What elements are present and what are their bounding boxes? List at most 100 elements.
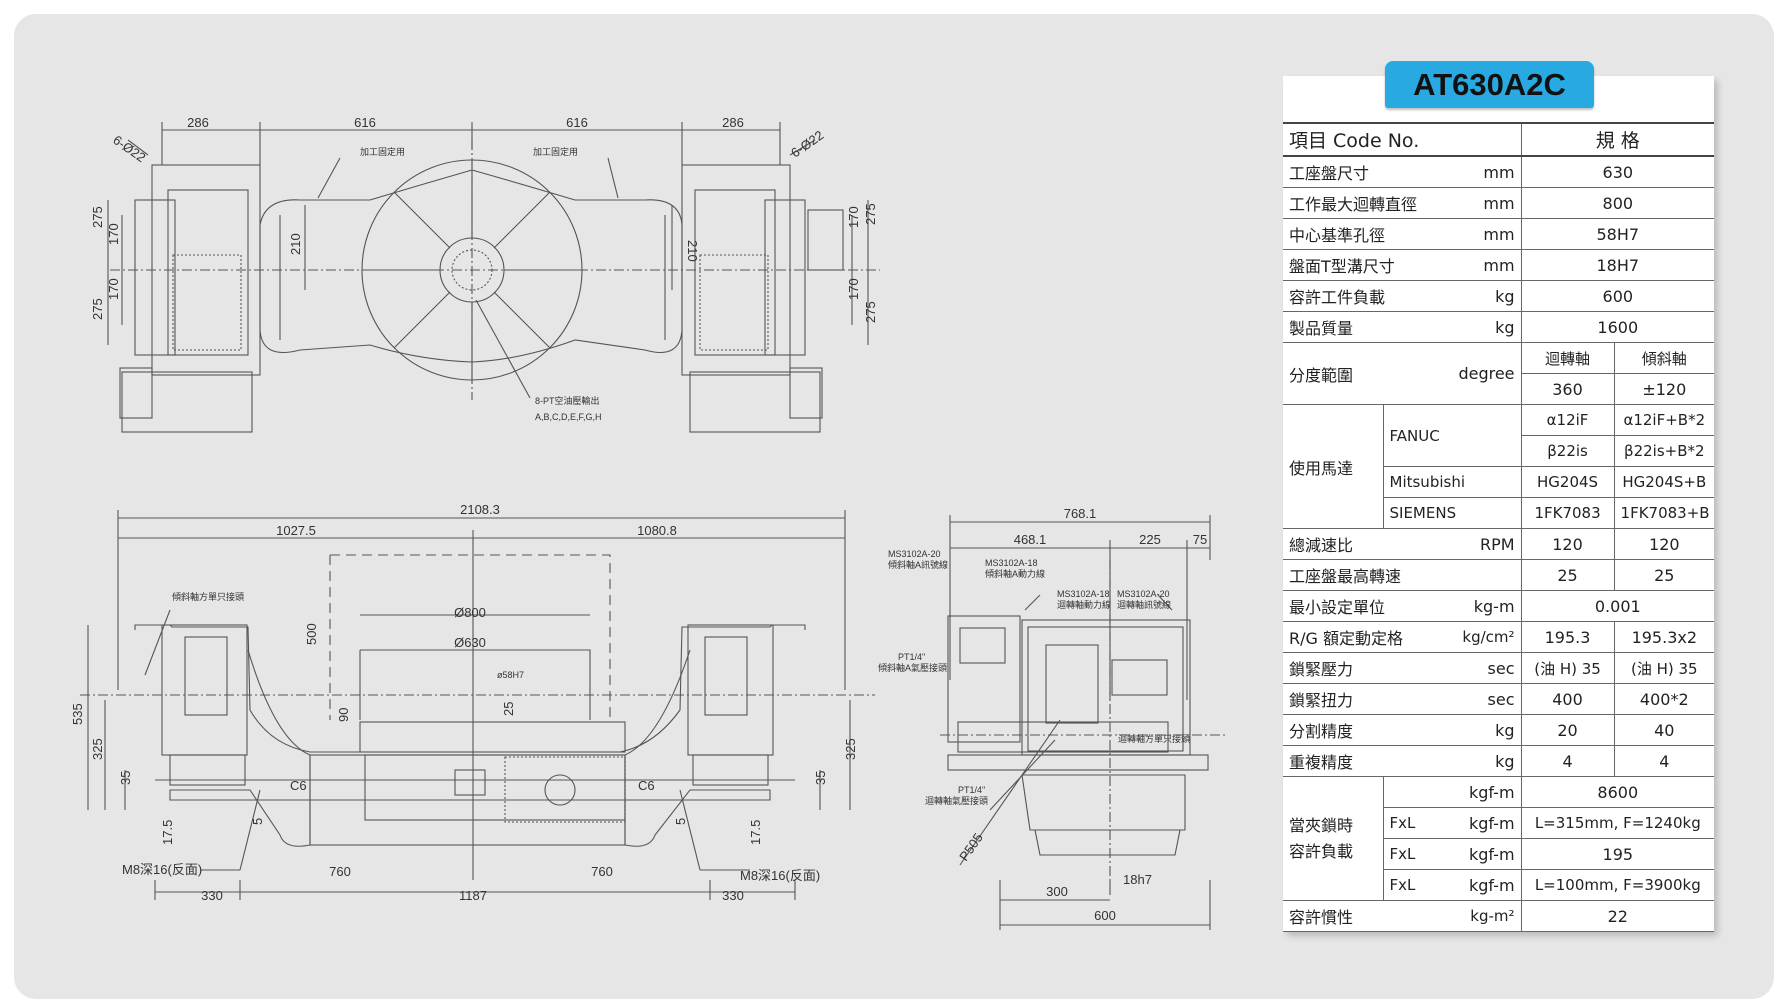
row-unit: mm <box>1433 156 1522 188</box>
row-unit: kg/cm² <box>1433 621 1522 653</box>
row-value-1: 25 <box>1520 559 1615 591</box>
row-label: 容許工件負載 <box>1283 280 1433 312</box>
dim-top-275d: 275 <box>863 301 878 323</box>
row-label: 製品質量 <box>1283 311 1433 343</box>
dim-front-90: 90 <box>336 708 351 722</box>
row-value: 630 <box>1520 156 1715 188</box>
clamp-load-label-1: 當夾鎖時 <box>1289 815 1354 835</box>
dim-top-275b: 275 <box>90 298 105 320</box>
note-side-c4a: MS3102A-20 <box>1117 589 1170 599</box>
dim-side-75: 75 <box>1193 532 1207 547</box>
row-label: 盤面T型溝尺寸 <box>1283 249 1433 281</box>
clamp-load-label-2: 容許負載 <box>1289 841 1354 861</box>
row-unit: degree <box>1433 342 1522 405</box>
row-prefix: FxL <box>1382 838 1433 870</box>
dim-top-616a: 616 <box>354 115 376 130</box>
row-value: 195 <box>1520 838 1715 870</box>
row-value-2: 25 <box>1613 559 1715 591</box>
model-title: AT630A2C <box>1385 61 1594 108</box>
row-unit: kg <box>1433 714 1522 746</box>
motor-value: β22is <box>1520 435 1615 467</box>
top-view-drawing <box>107 122 880 433</box>
dim-front-left: 1027.5 <box>276 523 316 538</box>
motor-brand: SIEMENS <box>1382 497 1522 529</box>
col-rotary: 迴轉軸 <box>1520 342 1615 374</box>
row-value-2: 195.3x2 <box>1613 621 1715 653</box>
dim-front-5b: 5 <box>673 818 688 825</box>
dim-top-275c: 275 <box>863 203 878 225</box>
col-tilt: 傾斜軸 <box>1613 342 1715 374</box>
row-value-1: 195.3 <box>1520 621 1615 653</box>
dim-front-330b: 330 <box>722 888 744 903</box>
motor-value: α12iF <box>1520 404 1615 436</box>
row-value: L=100mm, F=3900kg <box>1520 869 1715 901</box>
note-side-pt2a: PT1/4" <box>958 785 985 795</box>
note-side-joint: 迴轉軸方單只接頭 <box>1118 733 1190 744</box>
dim-front-c6a: C6 <box>290 778 307 793</box>
row-unit: mm <box>1433 218 1522 250</box>
dim-front-500: 500 <box>304 623 319 645</box>
note-side-c2b: 傾斜軸A動力線 <box>985 568 1045 579</box>
row-value: 58H7 <box>1520 218 1715 250</box>
row-label: 使用馬達 <box>1283 404 1383 529</box>
motor-value: α12iF+B*2 <box>1613 404 1715 436</box>
dim-top-170a: 170 <box>106 223 121 245</box>
dim-front-25: 25 <box>501 702 516 716</box>
dim-front-330a: 330 <box>201 888 223 903</box>
note-side-c2a: MS3102A-18 <box>985 558 1038 568</box>
row-value: 22 <box>1520 900 1715 932</box>
dim-front-5a: 5 <box>250 818 265 825</box>
dim-top-170c: 170 <box>846 206 861 228</box>
row-value-1: 120 <box>1520 528 1615 560</box>
row-unit: kgf-m <box>1433 776 1522 808</box>
row-value-1: 4 <box>1520 745 1615 777</box>
side-view-drawing <box>940 515 1225 930</box>
dim-front-175a: 17.5 <box>160 820 175 845</box>
row-label: 工座盤尺寸 <box>1283 156 1433 188</box>
row-unit: kg-m <box>1433 590 1522 622</box>
dim-top-286a: 286 <box>187 115 209 130</box>
dim-side-600: 600 <box>1094 908 1116 923</box>
dim-side-300: 300 <box>1046 884 1068 899</box>
row-unit: mm <box>1433 187 1522 219</box>
row-value-1: (油 H) 35 <box>1520 652 1615 684</box>
dim-front-630: Ø630 <box>454 635 486 650</box>
row-unit: kg-m² <box>1433 900 1522 932</box>
dim-front-m8b: M8深16(反面) <box>740 868 820 883</box>
motor-brand: FANUC <box>1382 404 1522 467</box>
row-unit: sec <box>1433 652 1522 684</box>
row-label-clamp-load: 當夾鎖時容許負載 <box>1283 776 1383 901</box>
header-item: 項目 Code No. <box>1283 122 1522 157</box>
dim-front-325a: 325 <box>90 738 105 760</box>
row-value-2: 120 <box>1613 528 1715 560</box>
dim-front-58: ø58H7 <box>497 670 524 680</box>
dim-side-p505: P505 <box>956 830 986 863</box>
row-label: R/G 額定動定格 <box>1283 621 1433 653</box>
header-spec: 規 格 <box>1520 122 1715 157</box>
dim-top-210b: 210 <box>685 240 700 262</box>
note-port-b: A,B,C,D,E,F,G,H <box>535 412 602 422</box>
row-value: 18H7 <box>1520 249 1715 281</box>
dim-top-6-22b: 6-Ø22 <box>788 127 826 160</box>
row-label: 工座盤最高轉速 <box>1283 559 1522 591</box>
row-value: L=315mm, F=1240kg <box>1520 807 1715 839</box>
row-unit: mm <box>1433 249 1522 281</box>
row-prefix: FxL <box>1382 869 1433 901</box>
row-label: 容許慣性 <box>1283 900 1433 932</box>
row-value: 1600 <box>1520 311 1715 343</box>
row-unit: kgf-m <box>1433 869 1522 901</box>
note-side-c3b: 迴轉軸動力線 <box>1057 599 1111 610</box>
note-side-pt1a: PT1/4" <box>898 652 925 662</box>
dim-front-175b: 17.5 <box>748 820 763 845</box>
note-side-c3a: MS3102A-18 <box>1057 589 1110 599</box>
motor-value: 1FK7083 <box>1520 497 1615 529</box>
motor-value: HG204S+B <box>1613 466 1715 498</box>
dim-top-616b: 616 <box>566 115 588 130</box>
note-side-c1b: 傾斜軸A訊號線 <box>888 559 948 570</box>
dim-front-800: Ø800 <box>454 605 486 620</box>
row-unit: kgf-m <box>1433 838 1522 870</box>
row-unit: kg <box>1433 280 1522 312</box>
row-value: 800 <box>1520 187 1715 219</box>
